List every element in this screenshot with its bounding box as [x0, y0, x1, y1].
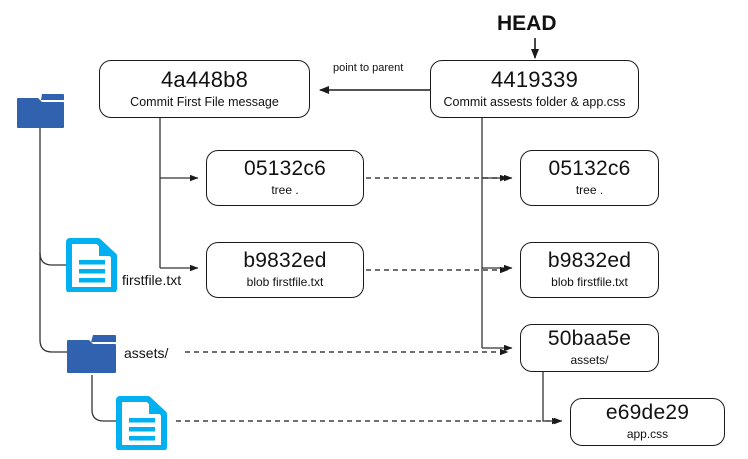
node-subtitle: tree . — [271, 183, 299, 198]
wire-commit2-children — [481, 118, 513, 352]
node-subtitle: blob firstfile.txt — [551, 275, 628, 290]
node-subtitle: app.css — [626, 427, 669, 442]
worktree-label-assets: assets/ — [123, 345, 170, 361]
node-subtitle: tree . — [575, 183, 604, 198]
node-subtitle: assets/ — [570, 353, 609, 368]
wire-tree-to-blob — [542, 372, 563, 425]
head-label: HEAD — [497, 12, 557, 35]
node-subtitle: blob firstfile.txt — [246, 275, 324, 290]
node-hash: e69de29 — [605, 401, 690, 425]
edge-label-point-to-parent: point to parent — [333, 62, 404, 74]
wire-commit1-children — [159, 118, 199, 272]
node-tree-05132c6-left[interactable]: 05132c6 tree . — [206, 150, 364, 206]
node-blob-e69de29[interactable]: e69de29 app.css — [570, 398, 725, 446]
node-hash: b9832ed — [243, 249, 327, 273]
node-subtitle: Commit assests folder & app.css — [443, 94, 626, 109]
node-hash: 4419339 — [490, 67, 579, 93]
appcss-file-icon — [116, 396, 168, 451]
node-commit-4419339[interactable]: 4419339 Commit assests folder & app.css — [430, 60, 639, 118]
root-folder-icon — [17, 93, 65, 129]
node-hash: 05132c6 — [548, 157, 631, 181]
node-hash: 4a448b8 — [160, 67, 249, 93]
node-blob-b9832ed-left[interactable]: b9832ed blob firstfile.txt — [206, 242, 364, 298]
node-blob-b9832ed-right[interactable]: b9832ed blob firstfile.txt — [520, 242, 659, 298]
node-hash: 05132c6 — [244, 157, 326, 181]
worktree-label-firstfile: firstfile.txt — [121, 272, 183, 288]
node-hash: 50baa5e — [547, 327, 632, 351]
node-tree-05132c6-right[interactable]: 05132c6 tree . — [520, 150, 659, 206]
node-commit-4a448b8[interactable]: 4a448b8 Commit First File message — [99, 60, 310, 118]
firstfile-file-icon — [66, 238, 118, 293]
assets-folder-icon — [66, 334, 118, 376]
node-tree-50baa5e[interactable]: 50baa5e assets/ — [520, 324, 659, 372]
node-subtitle: Commit First File message — [130, 94, 279, 109]
node-hash: b9832ed — [547, 249, 632, 273]
